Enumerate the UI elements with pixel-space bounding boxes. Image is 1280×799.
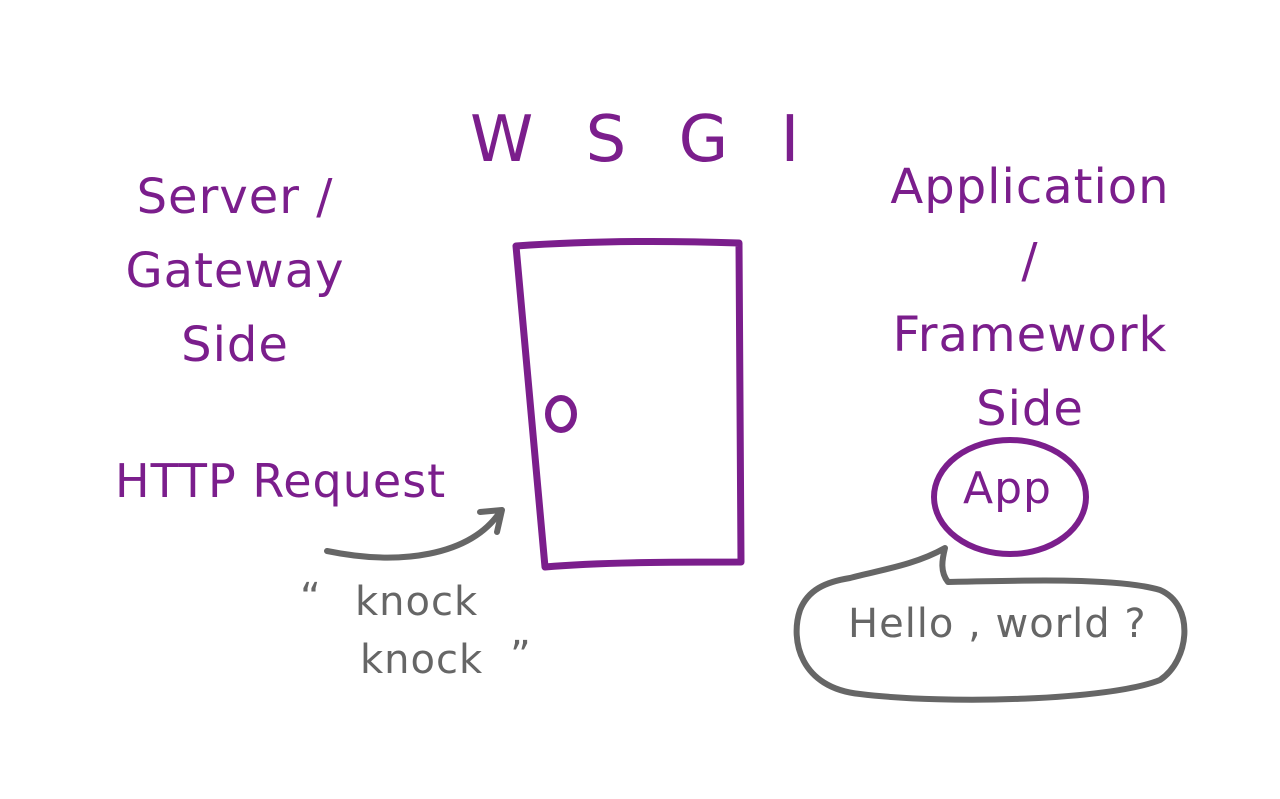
curved-arrow-icon (324, 507, 505, 561)
knock-text-line-2: knock (360, 637, 484, 683)
application-framework-side-label: Application / Framework Side (880, 150, 1180, 446)
app-side-line: Framework (892, 307, 1168, 363)
server-side-line: Server / (136, 169, 334, 225)
quote-close: ” (510, 633, 532, 679)
speech-bubble-icon (793, 545, 1188, 703)
server-side-line: Gateway (125, 243, 345, 299)
server-side-line: Side (181, 317, 289, 373)
doorknob-icon (545, 395, 577, 433)
quote-open: “ (300, 575, 322, 621)
door-icon (512, 237, 745, 571)
app-side-line: Side (976, 381, 1084, 437)
http-request-label: HTTP Request (115, 454, 447, 508)
app-side-line: Application / (890, 159, 1170, 289)
server-gateway-side-label: Server / Gateway Side (105, 160, 365, 382)
hello-world-speech: Hello , world ? (848, 601, 1147, 647)
knock-text-line-1: knock (355, 579, 479, 625)
app-label: App (963, 463, 1052, 514)
app-circle (931, 437, 1089, 557)
wsgi-title: W S G I (470, 103, 816, 177)
